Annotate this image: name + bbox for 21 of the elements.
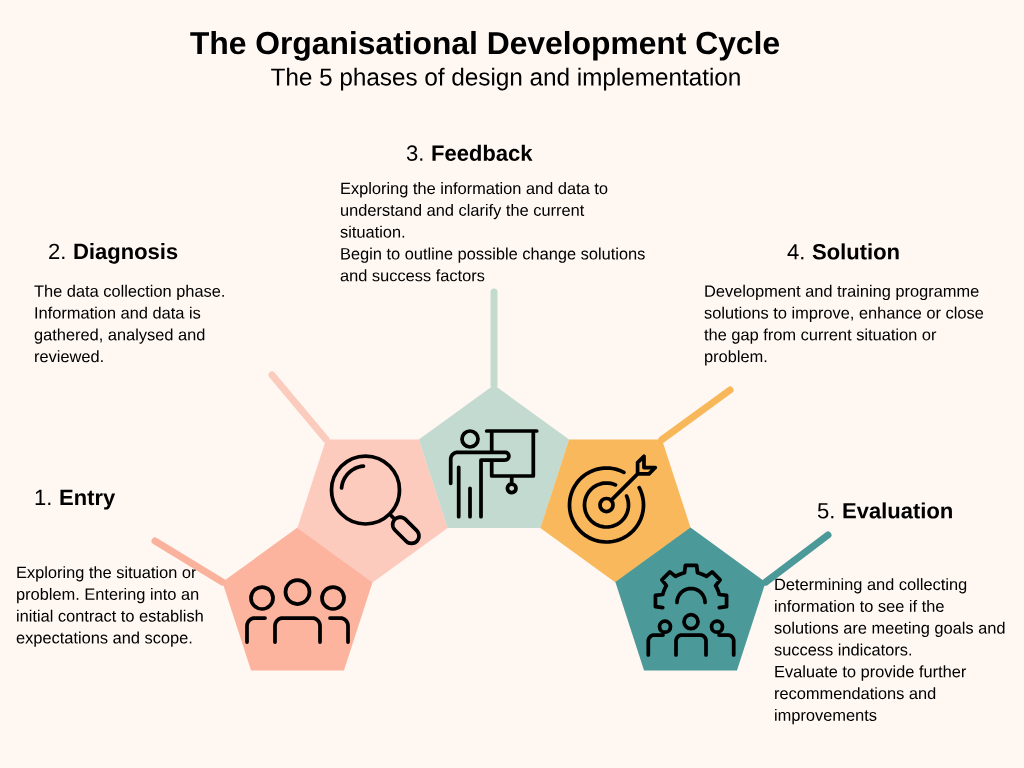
phase-description: Exploring the information and data to understand and clarify the current situation. [340,182,608,238]
leader-line [268,371,330,444]
phase-description: The data collection phase. Information and data is gathered, analysed and reviewed. [34,284,224,363]
leader-line [762,531,832,586]
phase-heading: 5. Evaluation [817,502,952,519]
phase-heading: 4. Solution [787,243,899,260]
phase-description: Evaluate to provide further recommendations and improvements [775,665,967,725]
phase-description: Begin to outline possible change solutions and success factors [340,247,645,282]
leader-line [490,288,498,389]
phase-heading: 2. Diagnosis [49,243,178,264]
pentagon-tile [615,527,766,671]
title: The Organisational Development Cycle [190,30,779,61]
pentagon-tile [297,439,448,583]
subtitle: The 5 phases of design and implementation [271,67,740,91]
leader-line [658,386,734,444]
phase-description: Development and training programme solutions to improve, enhance or close the gap from current situation or problem. [704,284,984,366]
phase-heading: 1. Entry [35,489,116,510]
phase-heading: 3. Feedback [406,144,533,161]
pentagon-tile [418,385,570,528]
phase-description: Determining and collecting information to see if the solutions are meeting goals and success indicators. [774,578,1005,656]
phase-description: Exploring the situation or problem. Entering into an initial contract to establish expectations and scope. [16,566,203,647]
